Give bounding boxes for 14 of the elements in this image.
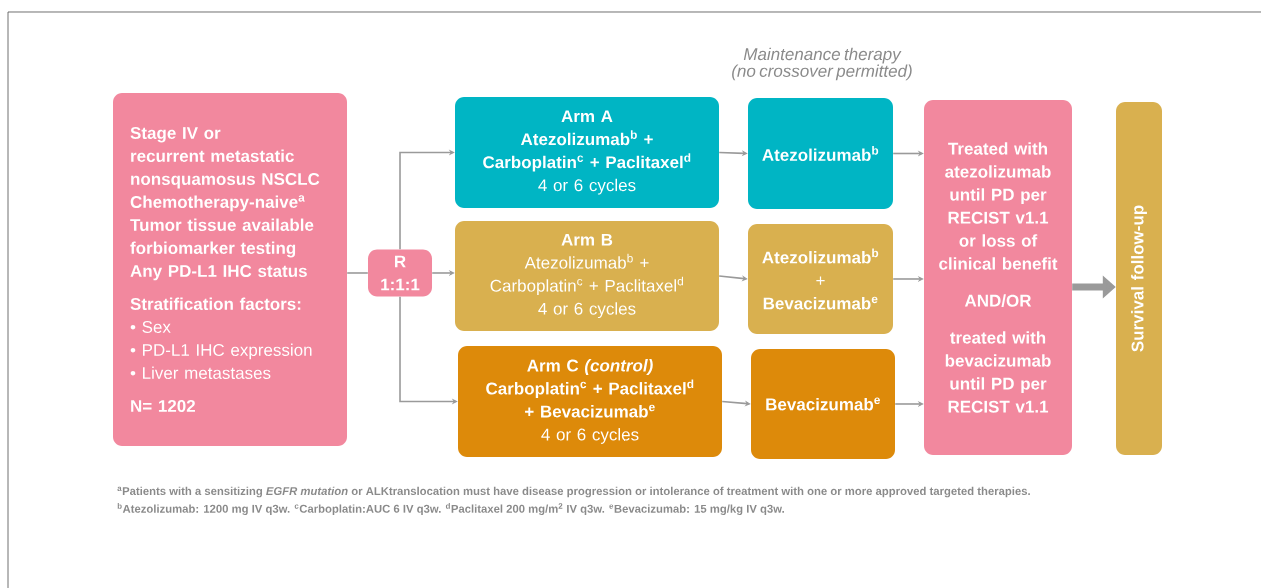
arrow (399, 149, 455, 251)
section-heading: Maintenance therapy (no crossover permitted) (732, 47, 912, 81)
footnote: $^{b}$Atezolizumab: 1200 mg IV q3w. $^{c}$Carboplatin:AUC 6 IV q3w. $^{d}$Paclitaxel 200 mg/m$^{2}$ IV q3w. $^{e}$Bevacizumab: 15 mg/kg IV q3w. (117, 502, 784, 516)
footnote: $^{a}$Patients with a sensitizing EGFR mutation or ALKtranslocation must have disease progression or intolerance of treatment with one or more approved targeted therapies. (117, 486, 1030, 498)
eligibility-box: Stage IV or recurrent metastatic nonsquamosus NSCLC Chemotherapy-naive$^{a}$ Tumor tissue available forbiomarker testing Any PD-L1 IHC status Stratification factors: • Sex • PD-L1 IHC expression • Liver metastases N= 1202 (113, 93, 347, 446)
maintenance-box: Atezolizumab$^{b}$ + Bevacizumab$^{e}$ (748, 224, 893, 334)
survival-box: Survival follow-up (1116, 102, 1162, 455)
arm-box: Arm B Atezolizumab$^{b}$ + Carboplatin$^{c}$ + Paclitaxel$^{d}$ 4 or 6 cycles (455, 221, 719, 331)
maintenance-box: Atezolizumab$^{b}$ (748, 98, 893, 209)
treatment-box: Treated with atezolizumab until PD per RECIST v1.1 or loss of clinical benefit AND/OR treated with bevacizumab until PD per RECIST v1.1 (924, 100, 1072, 455)
randomization-box: R 1:1:1 (368, 249, 432, 297)
arm-box: Arm A Atezolizumab$^{b}$ + Carboplatin$^{c}$ + Paclitaxel$^{d}$ 4 or 6 cycles (455, 97, 719, 208)
arm-box: Arm C (control) Carboplatin$^{c}$ + Paclitaxel$^{d}$ + Bevacizumab$^{e}$ 4 or 6 cycles (458, 346, 722, 457)
maintenance-box: Bevacizumab$^{e}$ (751, 349, 895, 459)
